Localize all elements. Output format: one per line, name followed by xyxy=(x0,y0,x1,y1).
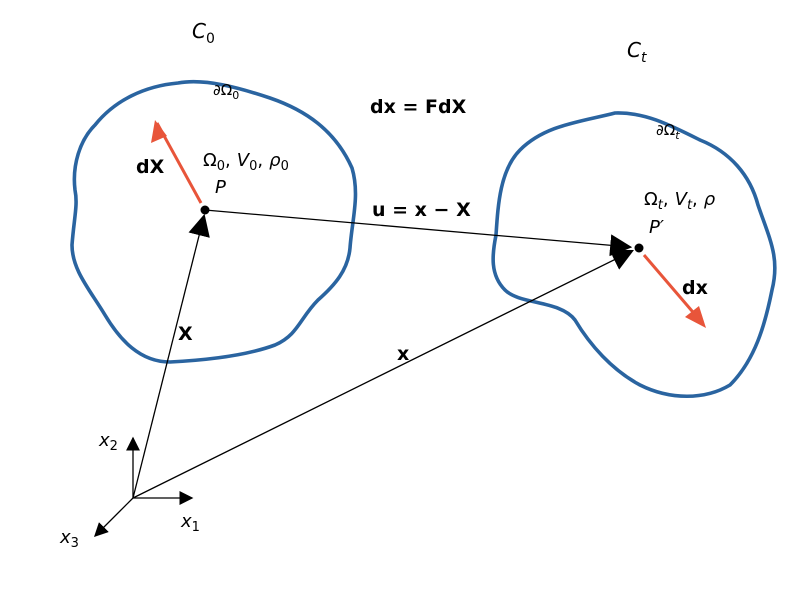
deformation-gradient-equation: dx = FdX xyxy=(370,96,467,118)
dx-label: dx xyxy=(682,277,708,299)
current-config-label: Ct xyxy=(627,38,647,66)
reference-boundary xyxy=(70,79,358,364)
x3-axis xyxy=(94,497,134,537)
coordinate-axes xyxy=(94,436,194,537)
position-vector-x xyxy=(132,249,634,499)
position-vector-X-label: X xyxy=(178,323,193,345)
displacement-vector-u xyxy=(204,209,633,257)
current-boundary xyxy=(491,111,777,399)
reference-boundary-label: ∂Ω0 xyxy=(213,81,239,102)
position-vector-x-label: x xyxy=(397,343,409,365)
current-region-properties: Ωt,Vt,ρ xyxy=(644,189,716,213)
current-boundary-label: ∂Ωt xyxy=(656,121,680,142)
point-P xyxy=(200,205,210,215)
x2-axis-label: x2 xyxy=(98,430,118,454)
x1-axis-label: x1 xyxy=(180,511,200,535)
dX-label: dX xyxy=(136,156,165,178)
point-P-prime-label: P′ xyxy=(649,217,664,238)
displacement-equation: u = x − X xyxy=(372,199,471,221)
point-P-prime xyxy=(634,243,644,253)
line-element-dX-arrowhead xyxy=(151,120,167,143)
line-element-dx-arrow xyxy=(642,254,700,319)
position-vector-X xyxy=(132,213,210,499)
line-element-dx-arrowhead xyxy=(685,306,706,328)
x3-axis-label: x3 xyxy=(59,527,79,551)
point-P-label: P xyxy=(215,177,226,198)
reference-region-properties: Ω0,V0,ρ0 xyxy=(203,150,289,174)
reference-config-label: C0 xyxy=(192,19,215,47)
